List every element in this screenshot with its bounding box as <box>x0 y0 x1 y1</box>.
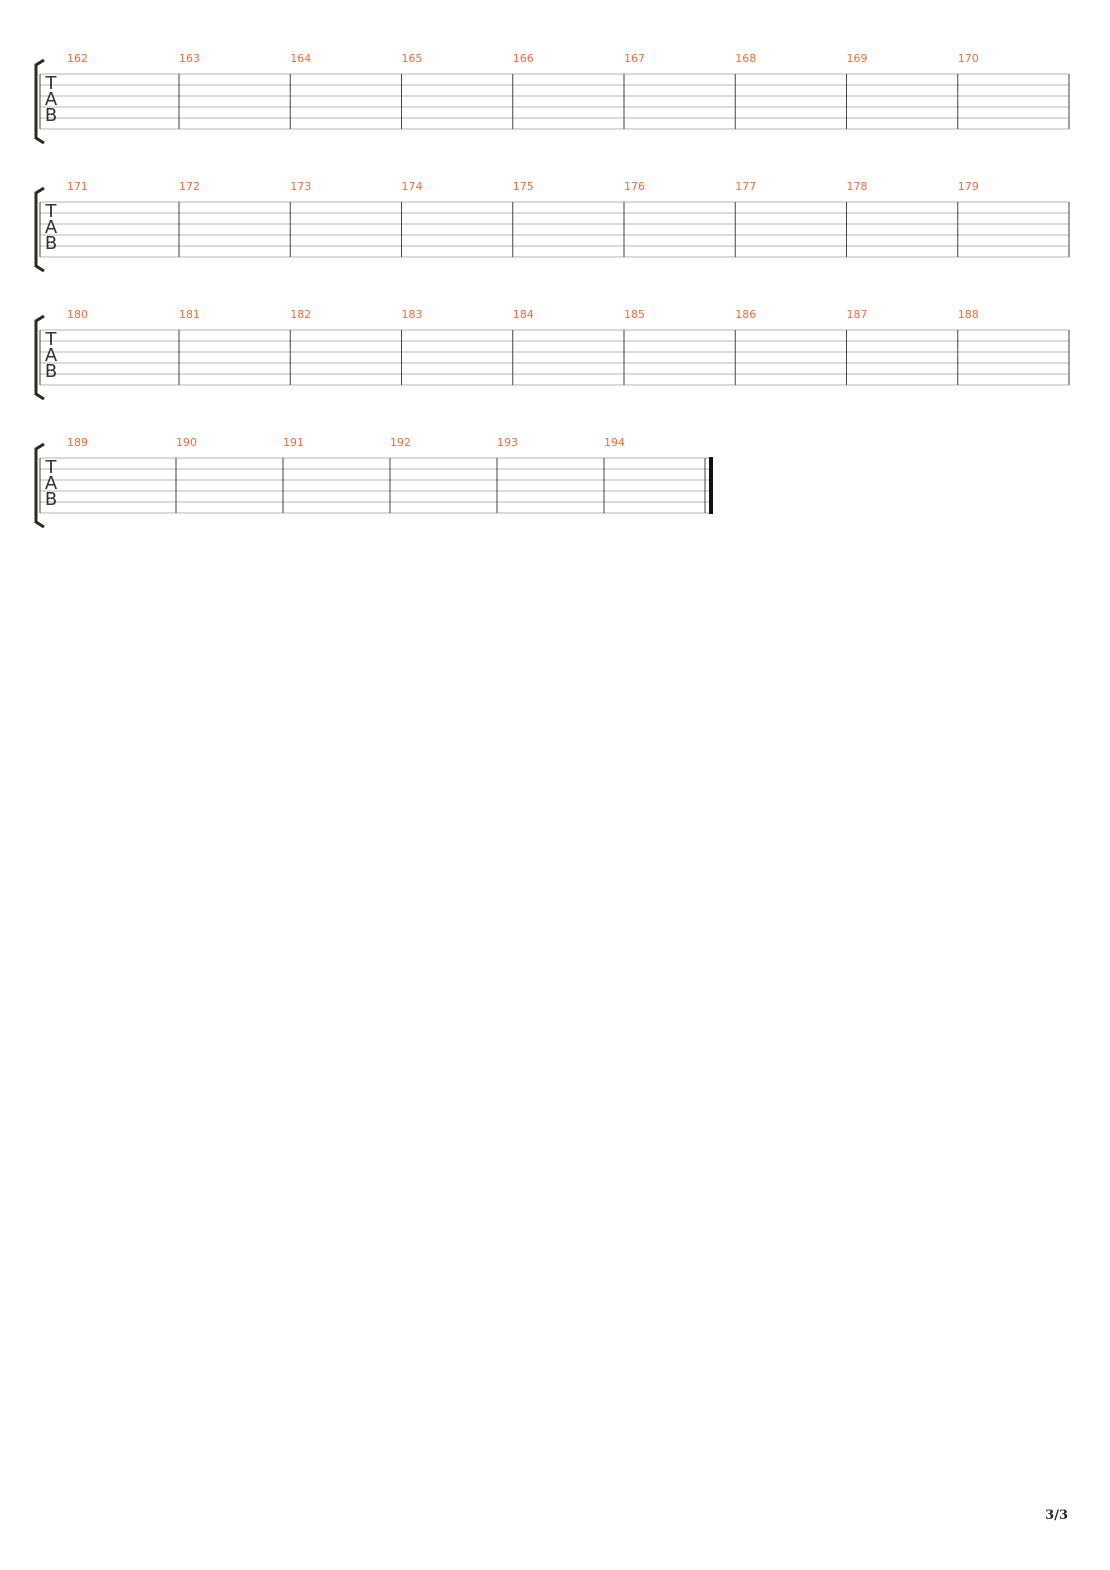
tab-clef-letter: A <box>45 217 58 238</box>
tab-clef-letter: T <box>45 329 58 350</box>
measure-number: 187 <box>847 308 868 321</box>
measure-number: 171 <box>67 180 88 193</box>
measure-number: 190 <box>176 436 197 449</box>
tab-clef-letter: B <box>45 489 57 510</box>
measure-number: 170 <box>958 52 979 65</box>
measure-number: 185 <box>624 308 645 321</box>
measure-number: 179 <box>958 180 979 193</box>
measure-number: 188 <box>958 308 979 321</box>
measure-number: 164 <box>290 52 311 65</box>
measure-number: 167 <box>624 52 645 65</box>
system-bracket <box>34 442 45 529</box>
measure-number: 163 <box>179 52 200 65</box>
measure-number: 176 <box>624 180 645 193</box>
measure-number: 172 <box>179 180 200 193</box>
measure-number: 166 <box>513 52 534 65</box>
measure-number: 183 <box>402 308 423 321</box>
measure-number: 178 <box>847 180 868 193</box>
measure-number: 194 <box>604 436 625 449</box>
tab-clef-letter: B <box>45 233 57 254</box>
measure-number: 174 <box>402 180 423 193</box>
measure-number: 169 <box>847 52 868 65</box>
tab-clef-letter: B <box>45 105 57 126</box>
measure-number: 189 <box>67 436 88 449</box>
measure-number: 184 <box>513 308 534 321</box>
measure-number: 192 <box>390 436 411 449</box>
tab-clef-letter: T <box>45 201 58 222</box>
measure-number: 186 <box>735 308 756 321</box>
page-number: 3/3 <box>1045 1508 1068 1523</box>
tab-clef-letter: T <box>45 73 58 94</box>
tab-clef-letter: A <box>45 89 58 110</box>
measure-number: 180 <box>67 308 88 321</box>
measure-number: 175 <box>513 180 534 193</box>
measure-number: 165 <box>402 52 423 65</box>
measure-number: 177 <box>735 180 756 193</box>
tab-clef-letter: A <box>45 345 58 366</box>
tab-clef-letter: B <box>45 361 57 382</box>
measure-number: 162 <box>67 52 88 65</box>
tab-clef-letter: A <box>45 473 58 494</box>
measure-number: 173 <box>290 180 311 193</box>
system-bracket <box>34 314 45 401</box>
measure-number: 182 <box>290 308 311 321</box>
measure-number: 181 <box>179 308 200 321</box>
system-bracket <box>34 58 45 145</box>
measure-number: 191 <box>283 436 304 449</box>
measure-number: 193 <box>497 436 518 449</box>
tab-clef-letter: T <box>45 457 58 478</box>
measure-number: 168 <box>735 52 756 65</box>
system-bracket <box>34 186 45 273</box>
